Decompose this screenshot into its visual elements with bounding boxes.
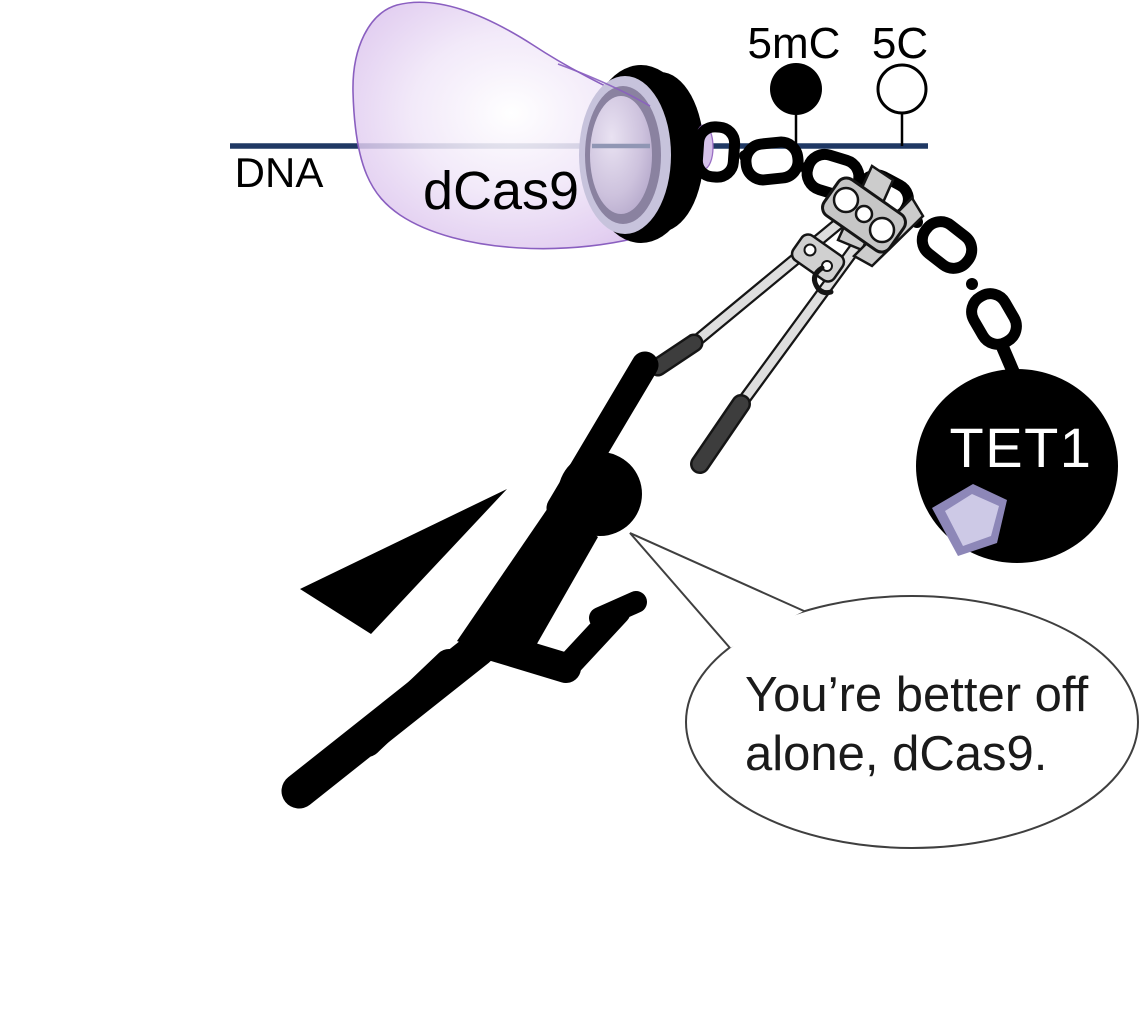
bolt-cutter: [648, 164, 925, 474]
unmethylated-c-lollipop: 5C: [872, 19, 928, 146]
superhero-torso: [457, 502, 598, 670]
superhero-leg: [352, 649, 464, 757]
bolt-cutter-grip: [651, 336, 701, 374]
unmethylated-c-label: 5C: [872, 19, 928, 68]
bolt-cutter-bolts: [832, 186, 896, 244]
bolt-cutter-hook: [812, 265, 834, 296]
dna-label: DNA: [235, 149, 324, 196]
speech-text-line1: You’re better off: [745, 668, 1089, 722]
superhero-foot: [589, 591, 647, 629]
bolt-cutter-grip: [692, 396, 749, 472]
bolt-cutter-pivot-bolts: [803, 243, 833, 272]
methylated-c-label: 5mC: [748, 19, 841, 68]
superhero-figure: [281, 351, 659, 809]
tet1-shield-highlight-inner: [945, 494, 999, 546]
speech-bubble-body: [685, 595, 1139, 849]
tet1-ball: TET1: [916, 369, 1118, 563]
methylation-marks: 5mC 5C: [748, 19, 928, 146]
speech-bubble: You’re better off alone, dCas9.: [629, 532, 1139, 849]
chain-link: [916, 216, 978, 274]
dcas9-label: dCas9: [423, 161, 579, 221]
chain-link: [691, 121, 741, 183]
unmethylated-c-circle: [876, 63, 928, 115]
methylated-c-lollipop: 5mC: [748, 19, 841, 146]
methylated-c-circle: [770, 63, 822, 115]
tet1-label: TET1: [950, 416, 1093, 479]
superhero-cape: [300, 489, 507, 634]
beam-edge-over-cup: [557, 63, 651, 107]
dcas9-spotlight: dCas9: [352, 1, 659, 250]
speech-text-line2: alone, dCas9.: [745, 727, 1047, 781]
superhero-head: [558, 452, 642, 536]
cup-face: [590, 96, 652, 214]
chain-link: [740, 136, 804, 186]
superhero-thigh: [475, 630, 581, 683]
speech-bubble-tail: [629, 532, 805, 649]
chain-link: [966, 288, 1022, 350]
dcas9-suction-cup: [557, 63, 704, 243]
